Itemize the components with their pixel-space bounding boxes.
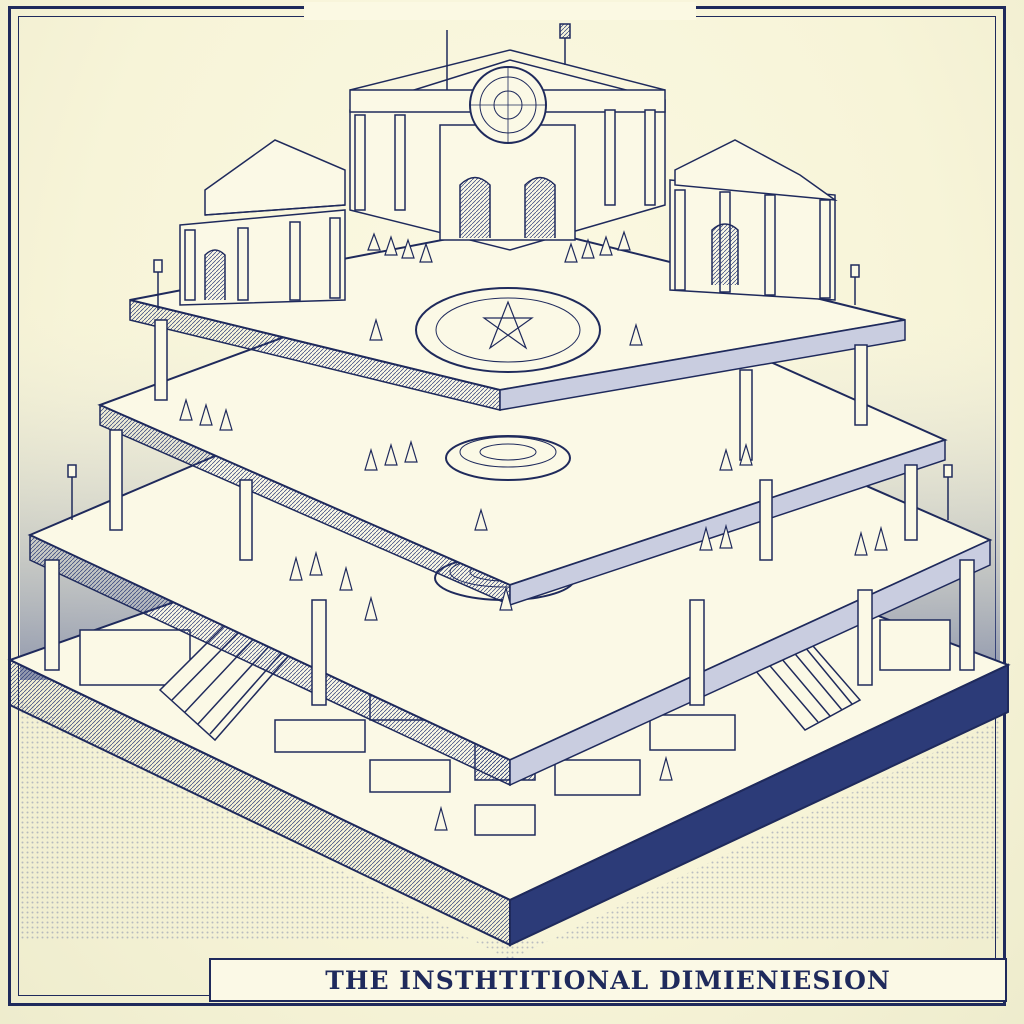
lamp-posts (67, 259, 953, 520)
left-temple (179, 139, 346, 306)
ground-shadow (20, 700, 1000, 960)
caption-title: THE INSTHTITIONAL DIMIENIESION (325, 965, 891, 995)
level-one-columns (44, 559, 975, 706)
right-temple (669, 139, 838, 301)
robed-figures (179, 230, 888, 831)
level-three-columns (154, 319, 868, 461)
floor-seal (415, 287, 601, 373)
palace-medallion (469, 66, 547, 144)
frame-top-gap (304, 2, 696, 20)
caption-box: THE INSTHTITIONAL DIMIENIESION (209, 958, 1007, 1002)
level-two-columns (109, 429, 918, 561)
level-two-dais (445, 435, 571, 481)
